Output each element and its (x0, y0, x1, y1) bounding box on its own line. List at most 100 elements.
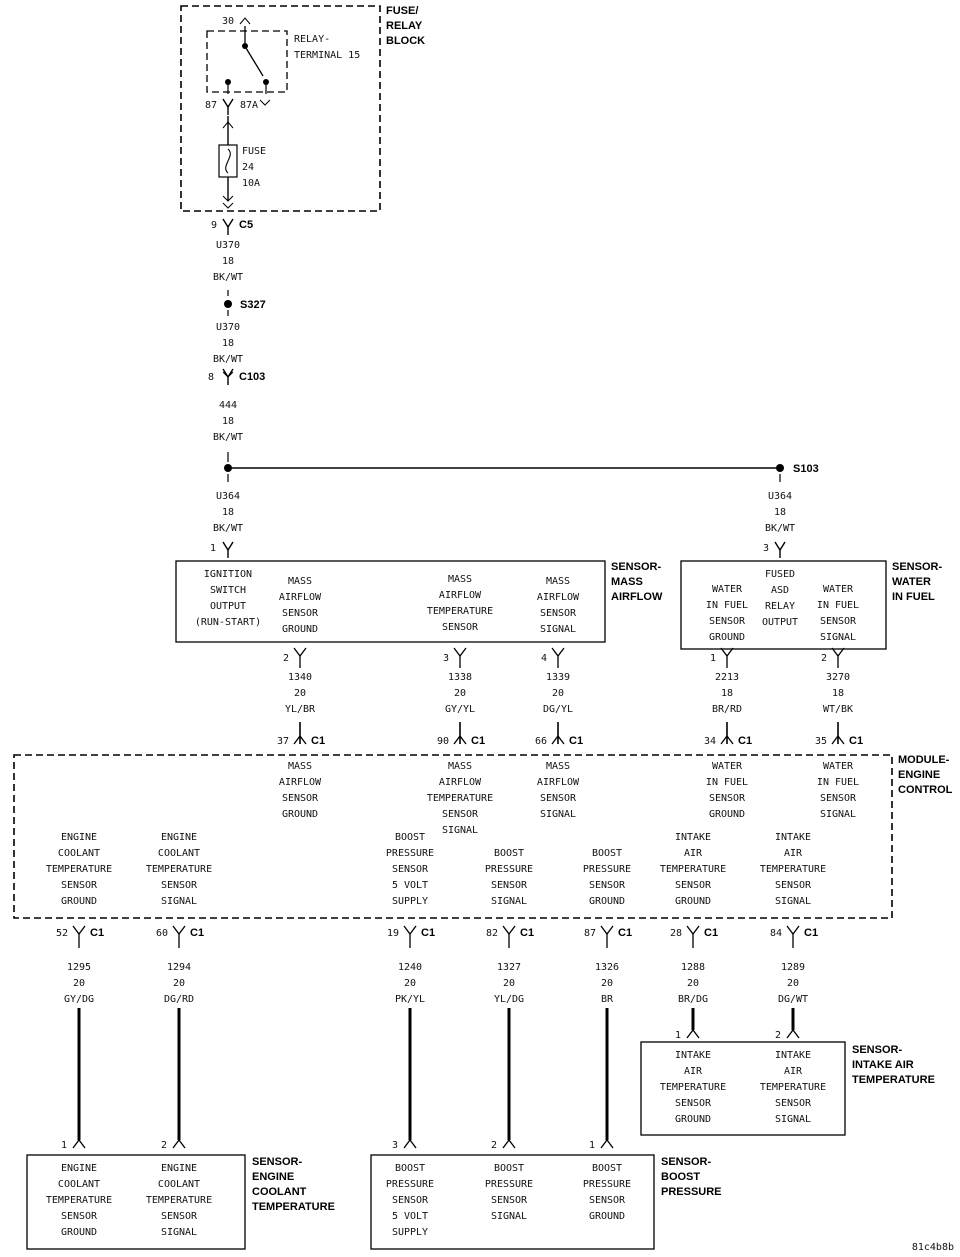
low-wire-label: 1326 (595, 962, 619, 973)
ect-ground-label: ENGINE (61, 1163, 97, 1174)
fuse-relay-block-title: RELAY (386, 20, 423, 32)
sensor-ect-title: COOLANT (252, 1186, 307, 1198)
mid-wire-label: 1338 (448, 672, 472, 683)
mid-wire-label: YL/BR (285, 704, 316, 715)
c103-name: C103 (239, 371, 265, 383)
low-wire-c1-name: C1 (618, 927, 632, 939)
mid-wire-top-connector (453, 647, 467, 658)
c5-connector (222, 218, 234, 229)
low-wire-bottom-pin: 3 (392, 1140, 398, 1151)
low-wire-bottom-connector (403, 1138, 417, 1149)
iat-ground-label: SENSOR (675, 1098, 712, 1109)
low-wire-bottom-connector (600, 1138, 614, 1149)
fuse-label: 10A (242, 178, 260, 189)
maf-ground-label: SENSOR (282, 608, 319, 619)
wire-u370: U370 (216, 322, 240, 333)
ecm-bottom-label: GROUND (61, 896, 97, 907)
relay-pin-87a: 87A (240, 100, 258, 111)
maf-signal-label: SENSOR (540, 608, 577, 619)
ecm-bottom-label: GROUND (589, 896, 625, 907)
ecm-top-label: MASS (546, 761, 570, 772)
iat-signal-label: INTAKE (775, 1050, 811, 1061)
wif-ground-label: WATER (712, 584, 743, 595)
wif-pin-3-connector (774, 541, 786, 552)
low-wire-label: BR/DG (678, 994, 708, 1005)
mid-wire-c1-name: C1 (311, 735, 325, 747)
sensor-iat-title: SENSOR- (852, 1044, 902, 1056)
ecm-bottom-label: TEMPERATURE (760, 864, 826, 875)
c103-pin: 8 (208, 372, 214, 383)
fuse-label: FUSE (242, 146, 266, 157)
relay-87a-arrow (259, 99, 271, 106)
relay-pin-30: 30 (222, 16, 234, 27)
wif-signal-label: IN FUEL (817, 600, 859, 611)
low-wire-c1-connector (172, 925, 186, 936)
sensor-maf-title: MASS (611, 576, 643, 588)
ecm-top-label: SIGNAL (442, 825, 478, 836)
sensor-maf-box (175, 560, 606, 643)
sensor-iat-title: TEMPERATURE (852, 1074, 935, 1086)
sensor-wif-title: WATER (892, 576, 931, 588)
sensor-ect-title: SENSOR- (252, 1156, 302, 1168)
low-wire-label: 20 (687, 978, 699, 989)
mid-wire-label: 18 (721, 688, 733, 699)
ecm-bottom-label: SIGNAL (161, 896, 197, 907)
low-wire-c1-pin: 52 (56, 928, 68, 939)
boost-ground-label: SENSOR (589, 1195, 626, 1206)
low-wire-c1-name: C1 (190, 927, 204, 939)
wif-ground-label: SENSOR (709, 616, 746, 627)
relay-pivot (242, 43, 248, 49)
maf-signal-label: SIGNAL (540, 624, 576, 635)
mid-wire-c1-name: C1 (738, 735, 752, 747)
maf-ignition-label: OUTPUT (210, 601, 246, 612)
low-wire-label: 20 (173, 978, 185, 989)
mid-wire-label: GY/YL (445, 704, 475, 715)
low-wire-label: YL/DG (494, 994, 524, 1005)
ecm-bottom-label: PRESSURE (485, 864, 533, 875)
ecm-top-label: WATER (823, 761, 854, 772)
ect-signal-label: ENGINE (161, 1163, 197, 1174)
mid-wire-top-pin: 2 (283, 653, 289, 664)
sensor-boost-title: PRESSURE (661, 1186, 722, 1198)
ecm-bottom-label: SENSOR (61, 880, 98, 891)
s327-splice (224, 300, 232, 308)
sensor-boost-title: BOOST (661, 1171, 700, 1183)
low-wire-label: 1289 (781, 962, 805, 973)
low-wire-label: 1288 (681, 962, 705, 973)
ecm-top-label: IN FUEL (706, 777, 748, 788)
mid-wire-c1-connector (720, 734, 734, 745)
ecm-bottom-label: SENSOR (589, 880, 626, 891)
low-wire-label: 20 (404, 978, 416, 989)
mid-wire-label: WT/BK (823, 704, 853, 715)
wif-asd-label: FUSED (765, 569, 795, 580)
ecm-bottom-label: ENGINE (61, 832, 97, 843)
boost-signal-label: SENSOR (491, 1195, 528, 1206)
wire-u364: U364 (216, 491, 240, 502)
iat-signal-label: SIGNAL (775, 1114, 811, 1125)
low-wire-bottom-pin: 2 (161, 1140, 167, 1151)
ecm-bottom-label: ENGINE (161, 832, 197, 843)
maf-signal-label: MASS (546, 576, 570, 587)
sensor-ect-title: ENGINE (252, 1171, 294, 1183)
ecm-bottom-label: TEMPERATURE (660, 864, 726, 875)
ect-ground-label: TEMPERATURE (46, 1195, 112, 1206)
ecm-bottom-label: SENSOR (775, 880, 812, 891)
ect-signal-label: COOLANT (158, 1179, 200, 1190)
mid-wire-label: DG/YL (543, 704, 573, 715)
ect-ground-label: COOLANT (58, 1179, 100, 1190)
maf-temp-label: AIRFLOW (439, 590, 482, 601)
ecm-top-label: TEMPERATURE (427, 793, 493, 804)
wire-u364: U364 (768, 491, 792, 502)
ecm-top-label: SENSOR (442, 809, 479, 820)
low-wire-c1-pin: 87 (584, 928, 596, 939)
boost-ground-label: PRESSURE (583, 1179, 631, 1190)
relay-contact-87a (263, 79, 269, 85)
ecm-bottom-label: 5 VOLT (392, 880, 428, 891)
ecm-bottom-label: INTAKE (675, 832, 711, 843)
wif-pin-3: 3 (763, 543, 769, 554)
ecm-bottom-label: SENSOR (392, 864, 429, 875)
wif-signal-label: WATER (823, 584, 854, 595)
mid-wire-c1-connector (831, 734, 845, 745)
ect-signal-label: TEMPERATURE (146, 1195, 212, 1206)
low-wire-c1-connector (600, 925, 614, 936)
